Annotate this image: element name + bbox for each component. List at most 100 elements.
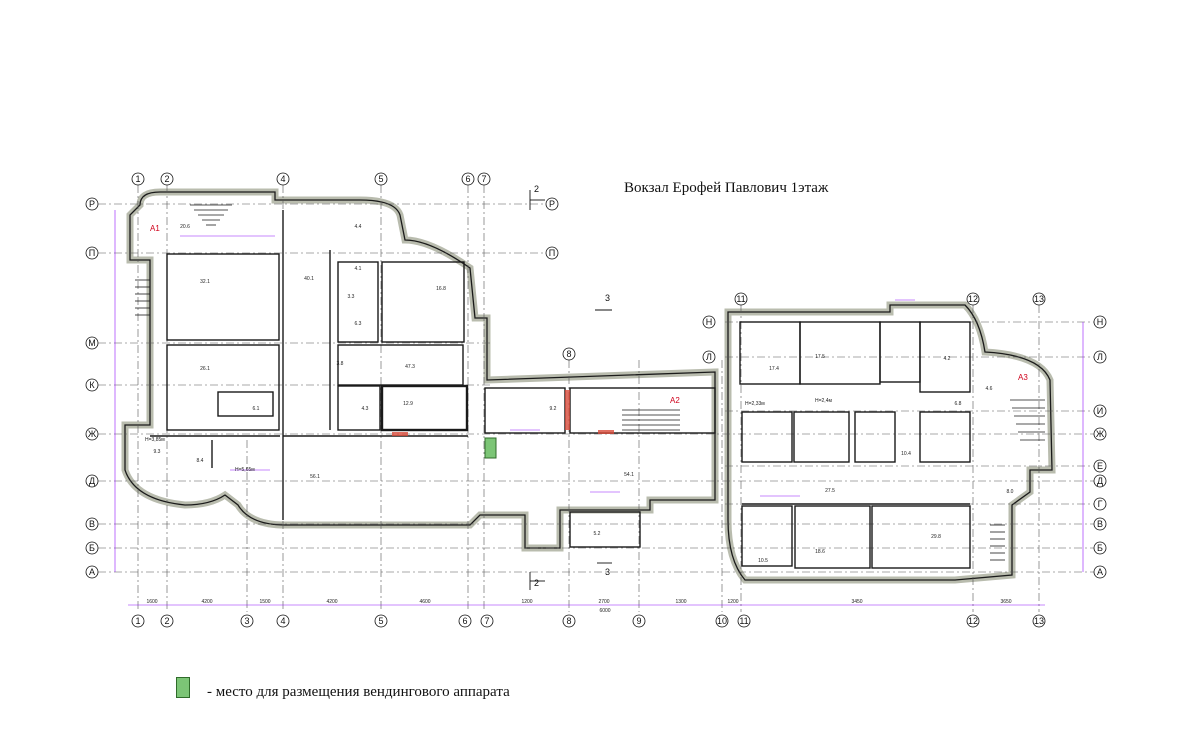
grid-label-row: Р [549,199,555,209]
room-area: 10.5 [758,558,768,564]
grid-lines [98,185,1100,612]
room-area: 4.4 [355,224,362,230]
dimension-number: 1300 [675,599,686,605]
grid-label-row: А [89,567,95,577]
room-area: 18.6 [815,549,825,555]
zone-label: А1 [150,224,160,233]
height-notes: Н=3,85м Н=5,65м Н=2,33м Н=2,4м [145,398,832,473]
stairs [135,204,1045,561]
room-area: 3.3 [348,294,355,300]
dimension-number: 1200 [727,599,738,605]
grid-label-col: 12 [968,294,978,304]
grid-label-col: 13 [1034,294,1044,304]
room-area: 29.8 [931,534,941,540]
room-area: 6.3 [355,321,362,327]
dimension-number: 1200 [521,599,532,605]
dimension-number: 4600 [419,599,430,605]
grid-label-col: 9 [636,616,641,626]
grid-label-col: 1 [135,174,140,184]
grid-label-row: Л [1097,352,1103,362]
grid-label-row: Б [89,543,95,553]
building-outline [121,188,1056,584]
legend-swatch [176,677,190,698]
grid-label-row: М [88,338,96,348]
grid-label-col: 10 [717,616,727,626]
grid-label-row: П [549,248,555,258]
section-markers [529,190,612,590]
height-note: Н=5,65м [235,467,255,473]
room-area: 27.5 [825,488,835,494]
grid-label-col: 5 [378,174,383,184]
room-area: 5.2 [594,531,601,537]
grid-label-col: 8 [566,349,571,359]
grid-labels: 1 2 4 5 6 7 8 11 12 13 1 2 3 4 5 6 7 8 9… [88,174,1105,626]
room-areas: 20.6 32.1 4.4 4.1 3.3 6.3 16.8 40.1 47.3… [154,224,1014,564]
grid-label-row: Б [1097,543,1103,553]
grid-label-row: Л [706,352,712,362]
grid-label-row: Ж [1096,429,1105,439]
zone-labels: А1 А2 А3 [150,224,1028,405]
grid-label-row: Н [706,317,713,327]
room-area: 47.3 [405,364,415,370]
dimension-numbers: 1600 4200 1500 4200 4600 6000 1200 2700 … [146,599,1011,614]
room-area: 16.8 [436,286,446,292]
vending-machine-location [484,437,497,459]
grid-label-col: 2 [164,616,169,626]
grid-label-row: Д [1097,476,1103,486]
room-area: 17.5 [815,354,825,360]
room-area: 32.1 [200,279,210,285]
grid-label-row: К [89,380,95,390]
grid-label-col: 7 [484,616,489,626]
grid-column-markers-bottom [131,614,1046,628]
grid-label-row: П [89,248,95,258]
grid-label-row: Р [89,199,95,209]
room-area: 3.8 [337,361,344,367]
room-area: 10.4 [901,451,911,457]
dimension-number: 2700 [598,599,609,605]
dimension-number: 1500 [259,599,270,605]
section-label: 3 [605,567,610,577]
room-area: 26.1 [200,366,210,372]
grid-label-col: 1 [135,616,140,626]
grid-label-col: 6 [465,174,470,184]
grid-label-row: В [1097,519,1103,529]
dimension-number: 3450 [851,599,862,605]
section-label: 2 [534,578,539,588]
room-area: 40.1 [304,276,314,282]
section-labels: 2 3 2 3 [534,184,610,588]
section-label: 2 [534,184,539,194]
room-area: 8.4 [197,458,204,464]
dimension-number: 4200 [326,599,337,605]
grid-label-row: А [1097,567,1103,577]
plan-title: Вокзал Ерофей Павлович 1этаж [624,180,829,196]
room-area: 4.6 [986,386,993,392]
dimension-lines [114,210,1084,606]
room-area: 9.3 [154,449,161,455]
interior-walls [150,210,971,569]
grid-label-row: Н [1097,317,1104,327]
dimension-number: 4200 [201,599,212,605]
zone-label: А3 [1018,373,1028,382]
room-area: 54.1 [624,472,634,478]
zone-label: А2 [670,396,680,405]
grid-label-col: 4 [280,174,285,184]
height-note: Н=3,85м [145,437,165,443]
room-area: 12.9 [403,401,413,407]
grid-label-col: 11 [739,616,748,626]
grid-label-row: В [89,519,95,529]
room-area: 4.2 [944,356,951,362]
grid-label-col: 8 [566,616,571,626]
room-area: 8.0 [1007,489,1014,495]
grid-label-col: 13 [1034,616,1044,626]
height-note: Н=2,33м [745,401,765,407]
grid-label-row: Ж [88,429,97,439]
room-area: 17.4 [769,366,779,372]
room-area: 20.6 [180,224,190,230]
dimension-number: 1600 [146,599,157,605]
legend-text: - место для размещения вендингового аппа… [207,684,510,700]
grid-label-row: Е [1097,461,1103,471]
grid-row-markers [85,197,1107,579]
grid-label-col: 3 [244,616,249,626]
grid-label-col: 11 [736,294,745,304]
